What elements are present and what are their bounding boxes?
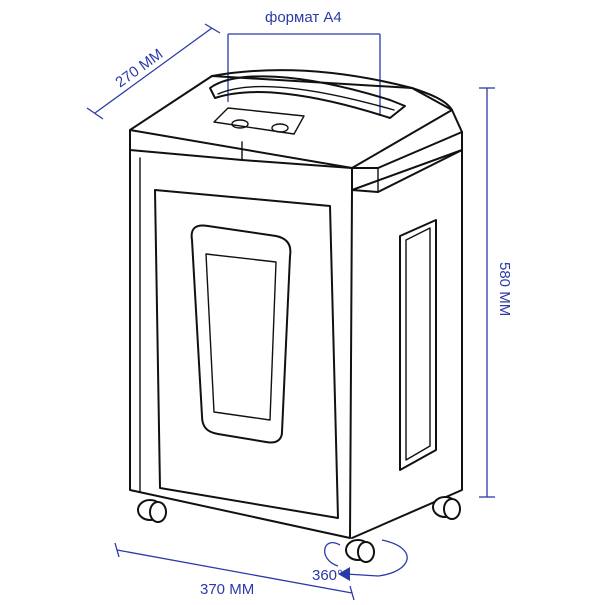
format-label: формат А4 xyxy=(265,9,342,26)
wheel xyxy=(443,498,461,520)
rotate-arrow-icon xyxy=(324,539,408,581)
depth-label: 270 ММ xyxy=(112,46,166,92)
width-dimension xyxy=(114,542,355,601)
rotation-label: 360° xyxy=(312,567,343,584)
depth-dimension xyxy=(86,23,221,120)
wheel xyxy=(149,501,167,523)
wheel xyxy=(357,541,375,563)
height-label: 580 ММ xyxy=(496,262,513,316)
shredder-illustration xyxy=(129,69,463,563)
height-dimension xyxy=(479,87,495,498)
format-dimension xyxy=(227,33,381,116)
width-label: 370 ММ xyxy=(200,581,254,598)
